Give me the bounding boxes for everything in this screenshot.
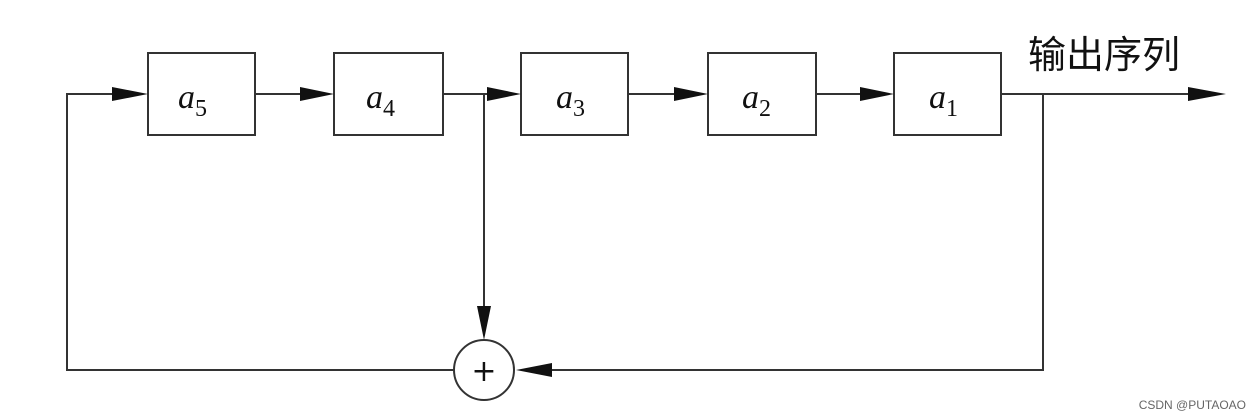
arrowhead-a3-a2 — [674, 87, 708, 101]
xor-symbol: + — [471, 354, 496, 389]
register-box — [333, 52, 444, 136]
tap-arrowhead-a1 — [516, 363, 552, 377]
tap-wire-a1 — [540, 94, 1044, 371]
xor-adder: + — [453, 339, 515, 401]
register-box — [147, 52, 256, 136]
register-label: a1 — [929, 79, 958, 122]
register-a3: a3 — [520, 52, 629, 136]
register-a1: a1 — [893, 52, 1002, 136]
tap-arrowhead-a3 — [477, 306, 491, 340]
watermark: CSDN @PUTAOAO — [1138, 398, 1246, 412]
register-box — [893, 52, 1002, 136]
output-label: 输出序列 — [1028, 33, 1180, 77]
register-a2: a2 — [707, 52, 817, 136]
register-a5: a5 — [147, 52, 256, 136]
register-label: a4 — [366, 79, 395, 122]
register-box — [707, 52, 817, 136]
output-arrowhead — [1188, 87, 1226, 101]
feedback-wire — [66, 93, 454, 371]
register-box — [520, 52, 629, 136]
arrowhead-a4-a3 — [487, 87, 521, 101]
register-label: a3 — [556, 79, 585, 122]
register-label: a2 — [742, 79, 771, 122]
arrowhead-a2-a1 — [860, 87, 894, 101]
arrowhead-a5-a4 — [300, 87, 334, 101]
feedback-arrowhead — [112, 87, 148, 101]
register-a4: a4 — [333, 52, 444, 136]
register-label: a5 — [178, 79, 207, 122]
